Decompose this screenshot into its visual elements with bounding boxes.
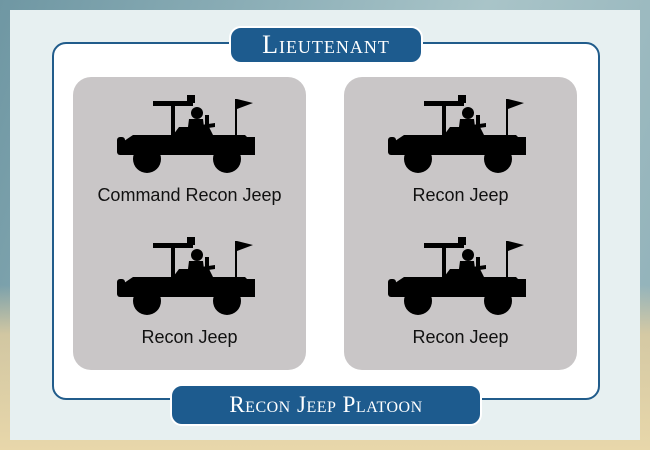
- platoon-title: Recon Jeep Platoon: [229, 392, 423, 417]
- rank-title: Lieutenant: [262, 30, 390, 59]
- unit-slot[interactable]: Recon Jeep: [73, 219, 306, 365]
- rank-banner: Lieutenant: [229, 26, 423, 64]
- unit-card-right[interactable]: Recon Jeep Recon Jeep: [344, 77, 577, 370]
- jeep-icon: [388, 237, 526, 315]
- unit-label: Recon Jeep: [412, 185, 509, 205]
- unit-label: Recon Jeep: [141, 327, 238, 347]
- unit-slot[interactable]: Command Recon Jeep: [73, 77, 306, 223]
- unit-label: Recon Jeep: [412, 327, 509, 347]
- jeep-icon: [117, 95, 255, 173]
- unit-slot[interactable]: Recon Jeep: [344, 77, 577, 223]
- unit-label: Command Recon Jeep: [97, 185, 282, 205]
- platoon-banner: Recon Jeep Platoon: [170, 384, 482, 426]
- jeep-icon: [388, 95, 526, 173]
- unit-slot[interactable]: Recon Jeep: [344, 219, 577, 365]
- jeep-icon: [117, 237, 255, 315]
- unit-card-left[interactable]: Command Recon Jeep Recon Jeep: [73, 77, 306, 370]
